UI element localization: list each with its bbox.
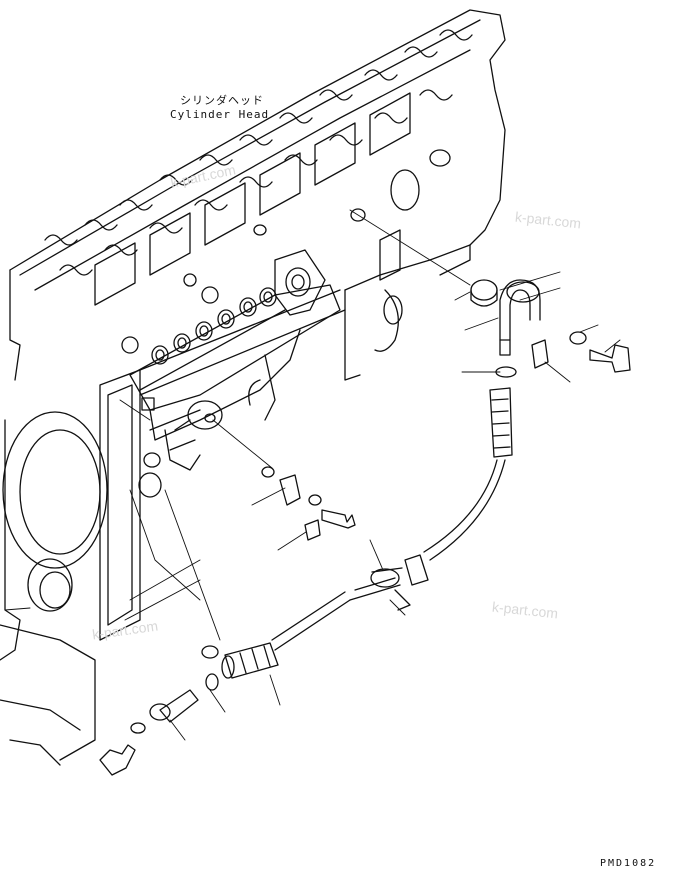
cylinder-head-label-en: Cylinder Head (170, 108, 270, 121)
leader-lines (5, 210, 620, 740)
fuel-line-parts-upper (272, 280, 630, 650)
cylinder-head-label-jp: シリンダヘッド (180, 94, 264, 107)
drawing-code: PMD1082 (600, 858, 657, 869)
engine-block (0, 10, 505, 765)
injection-pump (130, 250, 340, 497)
pump-bracket-mark (142, 398, 154, 410)
fuel-line-parts-lower (100, 414, 355, 775)
